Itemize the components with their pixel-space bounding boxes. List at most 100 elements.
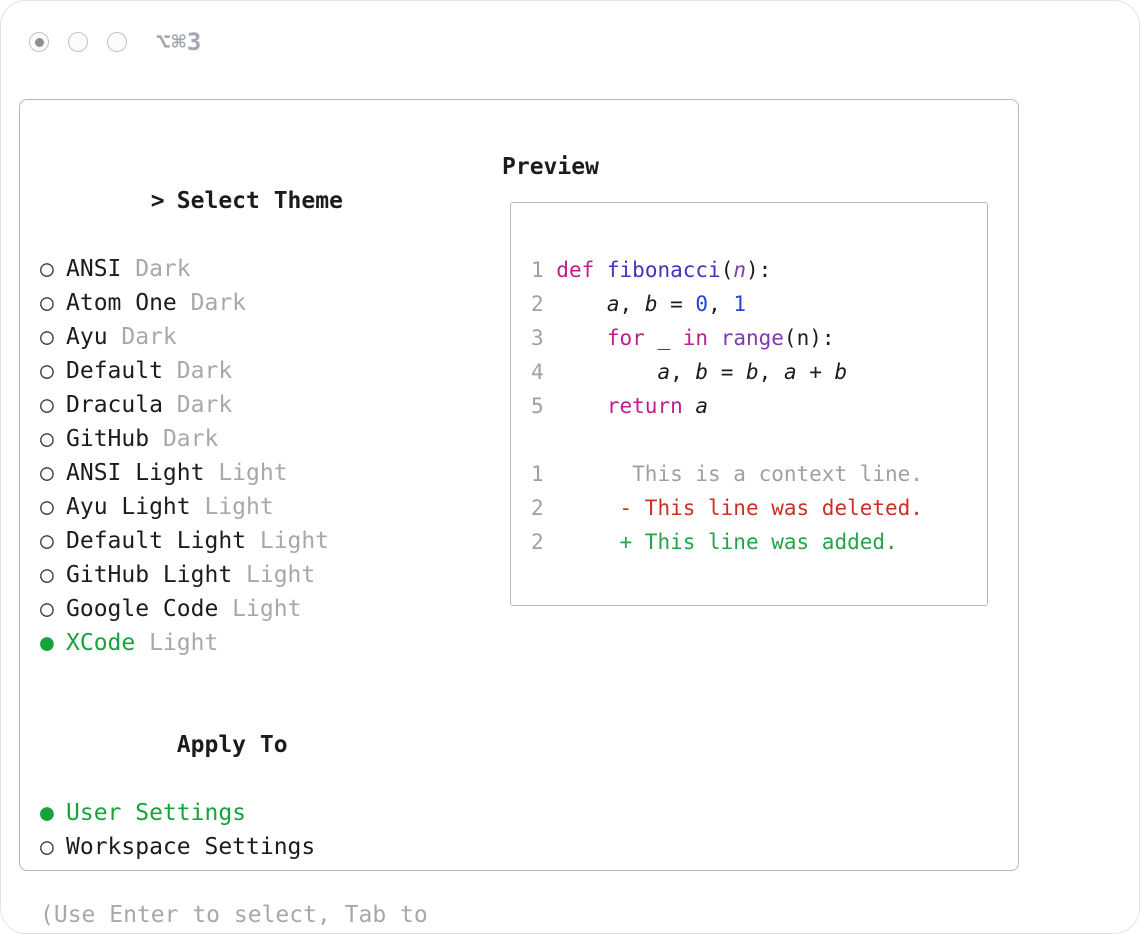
code-token: n xyxy=(733,258,746,282)
code-line: 2 a, b = 0, 1 xyxy=(531,287,987,321)
radio-icon: ○ xyxy=(40,324,54,350)
help-text: (Use Enter to select, Tab to change focu… xyxy=(40,902,428,928)
theme-variant: Dark xyxy=(162,358,233,384)
line-number: 1 xyxy=(531,462,557,486)
theme-name: Dracula xyxy=(66,392,163,418)
line-number: 2 xyxy=(531,530,557,554)
theme-variant: Light xyxy=(135,630,219,656)
code-token: b xyxy=(834,360,848,384)
apply-option-label: User Settings xyxy=(66,800,247,826)
theme-option-github-light[interactable]: ○ GitHub Light Light xyxy=(40,558,470,592)
theme-variant: Light xyxy=(218,596,302,622)
radio-icon: ○ xyxy=(40,834,54,860)
window-control-active-dot xyxy=(34,37,44,47)
radio-icon: ○ xyxy=(40,392,54,418)
theme-name: ANSI xyxy=(66,256,122,282)
radio-icon: ○ xyxy=(40,426,54,452)
code-token: , xyxy=(708,292,734,316)
diff-text: This is a context line. xyxy=(556,462,923,486)
code-token: a xyxy=(657,360,671,384)
theme-variant: Light xyxy=(204,460,288,486)
code-token xyxy=(683,394,696,418)
apply-to-list: ●User Settings ○ Workspace Settings xyxy=(40,796,470,864)
theme-name: GitHub Light xyxy=(66,562,233,588)
diff-text: - This line was deleted. xyxy=(556,496,923,520)
theme-picker-panel: >Select Theme ○ANSI Dark○Atom One Dark○A… xyxy=(19,99,1019,928)
theme-name: Google Code xyxy=(66,596,219,622)
radio-icon: ○ xyxy=(40,256,54,282)
keyboard-shortcut-label: ⌥⌘3 xyxy=(156,28,203,56)
theme-variant: Light xyxy=(190,494,274,520)
theme-option-google-code[interactable]: ○ Google Code Light xyxy=(40,592,470,626)
diff-line-deleted: 2 - This line was deleted. xyxy=(531,491,987,525)
theme-variant: Dark xyxy=(121,256,191,282)
theme-option-github[interactable]: ○ GitHub Dark xyxy=(40,422,470,456)
line-number: 2 xyxy=(531,292,557,316)
select-theme-header: >Select Theme xyxy=(40,150,470,252)
theme-option-ayu-light[interactable]: ○Ayu Light Light xyxy=(40,490,470,524)
window-control-minimize[interactable] xyxy=(68,32,88,52)
code-line: 3 for _ in range(n): xyxy=(531,321,987,355)
code-token xyxy=(556,326,607,350)
theme-variant: Light xyxy=(232,562,316,588)
diff-text: + This line was added. xyxy=(556,530,898,554)
theme-name: Atom One xyxy=(66,290,177,316)
code-token xyxy=(556,360,657,384)
theme-name: Ayu xyxy=(66,324,108,350)
code-line: 1 def fibonacci(n): xyxy=(531,253,987,287)
line-number: 4 xyxy=(531,360,557,384)
code-token: fibonacci xyxy=(606,258,721,282)
radio-icon: ○ xyxy=(40,596,54,622)
window-control-zoom[interactable] xyxy=(107,32,127,52)
theme-option-ansi-light[interactable]: ○ANSI Light Light xyxy=(40,456,470,490)
theme-option-atom-one[interactable]: ○ Atom One Dark xyxy=(40,286,470,320)
line-number: 2 xyxy=(531,496,557,520)
theme-option-xcode[interactable]: ● XCode Light xyxy=(40,626,470,660)
line-number: 3 xyxy=(531,326,557,350)
code-token: a xyxy=(606,292,620,316)
window-control-close[interactable] xyxy=(29,32,49,52)
code-token xyxy=(556,394,607,418)
code-token xyxy=(708,326,721,350)
radio-icon: ○ xyxy=(40,528,54,554)
theme-list: ○ANSI Dark○Atom One Dark○Ayu Dark○Defaul… xyxy=(40,252,470,660)
code-token: = xyxy=(657,292,696,316)
code-token: def xyxy=(556,258,595,282)
apply-option-workspace-settings[interactable]: ○ Workspace Settings xyxy=(40,830,470,864)
radio-icon: ○ xyxy=(40,290,54,316)
preview-title: Preview xyxy=(502,154,599,180)
apply-option-label: Workspace Settings xyxy=(66,834,316,860)
code-token: = xyxy=(708,360,746,384)
theme-variant: Dark xyxy=(162,392,233,418)
radio-selected-icon: ● xyxy=(40,630,54,656)
theme-option-default[interactable]: ○Default Dark xyxy=(40,354,470,388)
theme-option-ansi[interactable]: ○ ANSI Dark xyxy=(40,252,470,286)
code-token: 0 xyxy=(695,292,709,316)
theme-name: XCode xyxy=(66,630,136,656)
theme-variant: Dark xyxy=(107,324,177,350)
code-token: , xyxy=(758,360,784,384)
theme-option-dracula[interactable]: ○ Dracula Dark xyxy=(40,388,470,422)
code-token: a xyxy=(695,394,709,418)
code-token: ): xyxy=(746,258,772,282)
radio-icon: ○ xyxy=(40,494,54,520)
code-token: range xyxy=(720,326,784,350)
theme-option-ayu[interactable]: ○ Ayu Dark xyxy=(40,320,470,354)
code-token: a xyxy=(783,360,797,384)
apply-option-user-settings[interactable]: ●User Settings xyxy=(40,796,470,830)
theme-option-default-light[interactable]: ○Default Light Light xyxy=(40,524,470,558)
radio-icon: ○ xyxy=(40,562,54,588)
code-token: 1 xyxy=(733,292,747,316)
theme-variant: Dark xyxy=(149,426,219,452)
theme-variant: Dark xyxy=(176,290,247,316)
theme-name: ANSI Light xyxy=(66,460,205,486)
code-token: ( xyxy=(720,258,734,282)
line-number: 1 xyxy=(531,258,557,282)
code-token: , xyxy=(619,292,645,316)
theme-name: GitHub xyxy=(66,426,150,452)
apply-to-spacer xyxy=(151,728,177,762)
radio-icon: ○ xyxy=(40,358,54,384)
code-token: _ xyxy=(644,326,683,350)
